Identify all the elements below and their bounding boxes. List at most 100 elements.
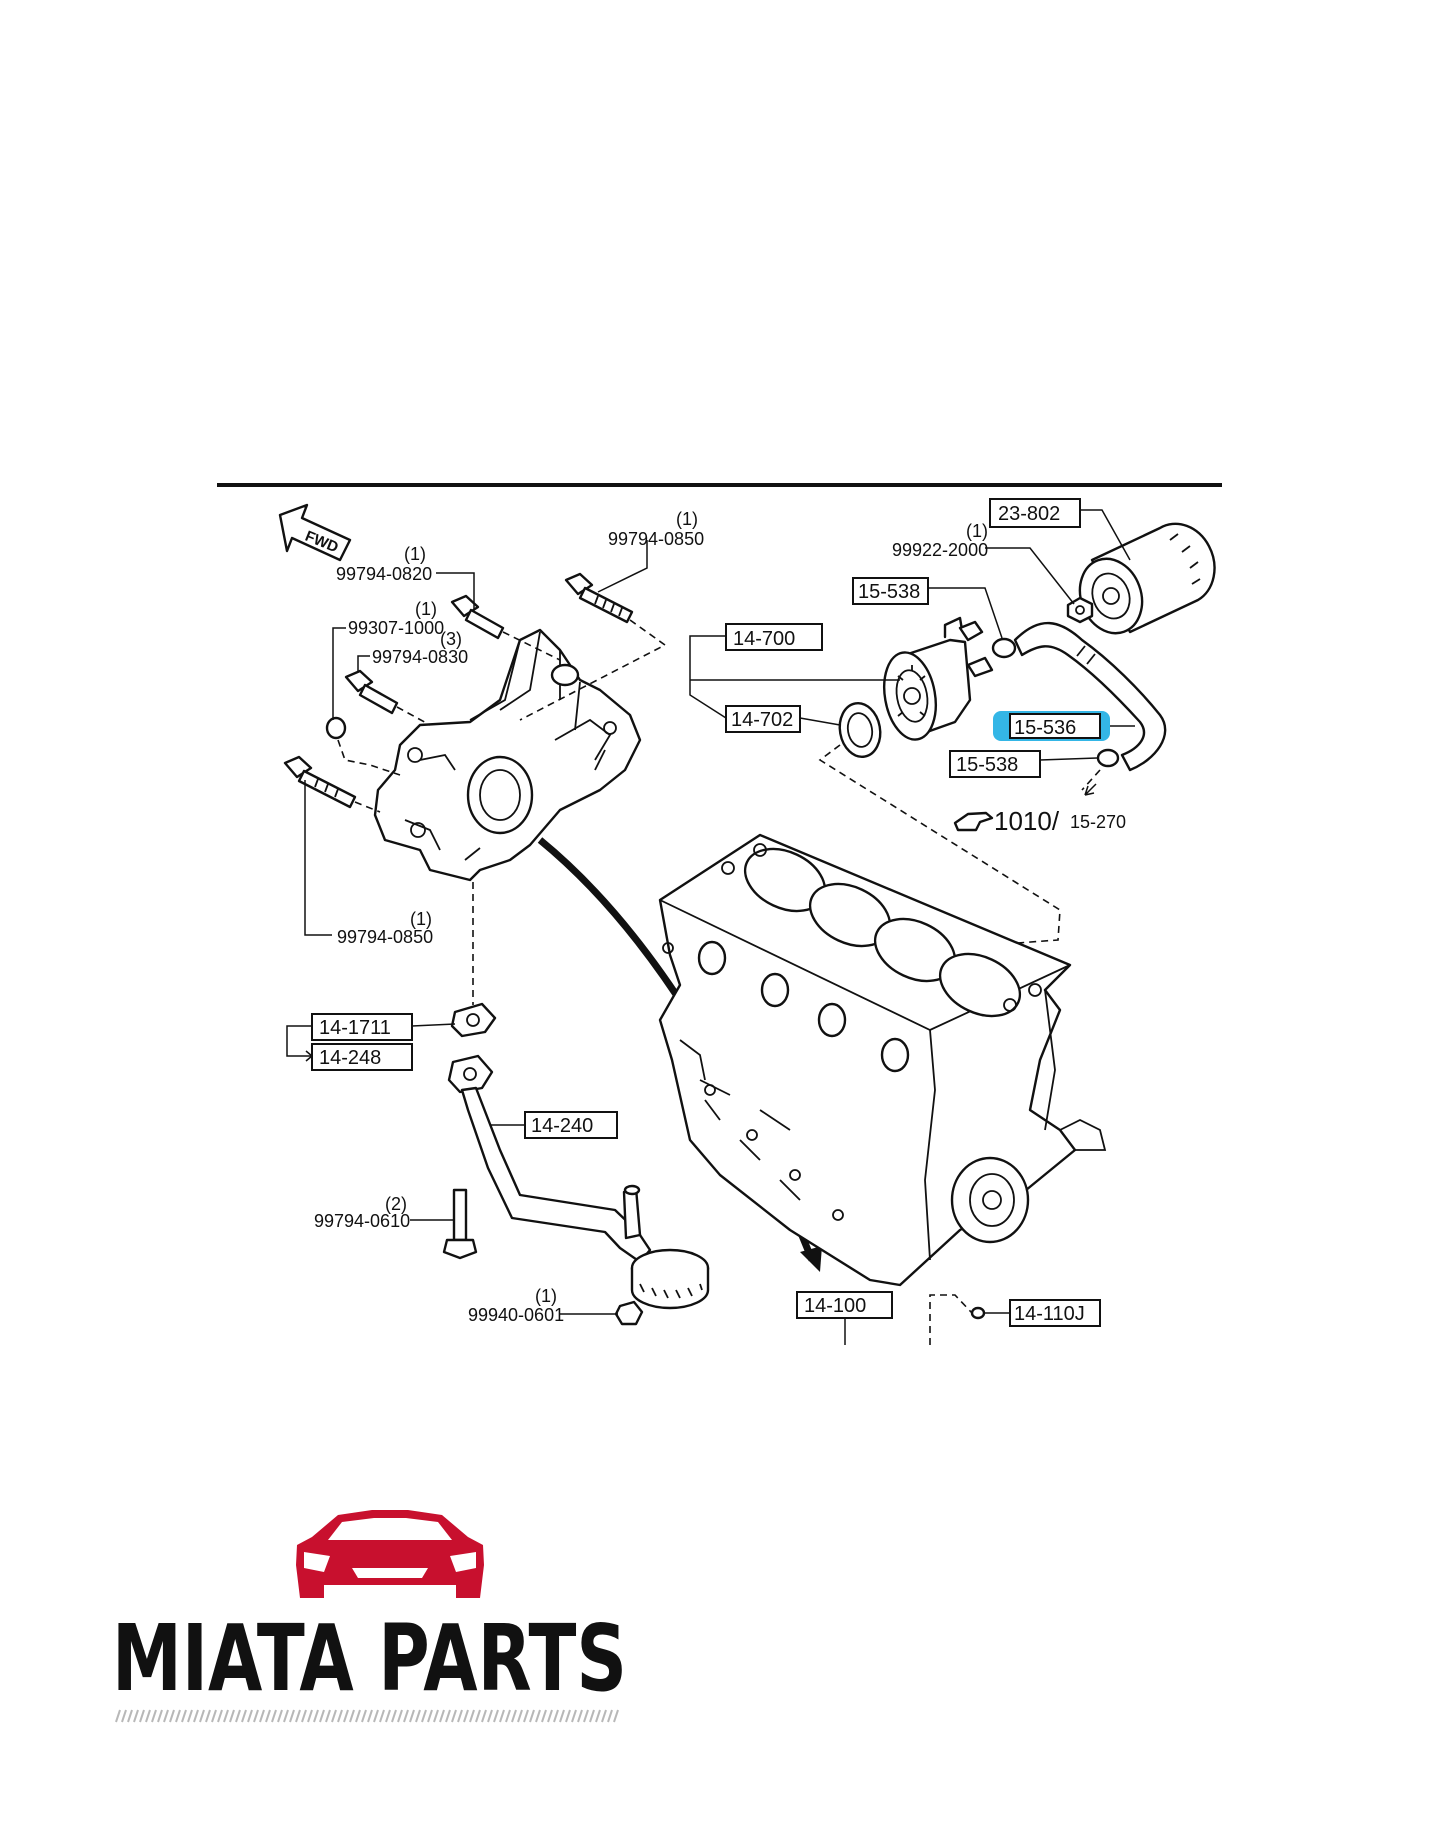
hatch-mark (583, 1709, 589, 1723)
hatch-mark (181, 1709, 187, 1723)
hatch-mark (163, 1709, 169, 1723)
part-number-1000: 99307-1000 (348, 618, 444, 638)
hatch-mark (517, 1709, 523, 1723)
hatch-mark (193, 1709, 199, 1723)
bolt-99794-0850-bottom (283, 755, 357, 809)
hatch-mark (523, 1709, 529, 1723)
reference-sub: 15-270 (1070, 812, 1126, 832)
assembly-arrow-head (800, 1246, 822, 1272)
leader-141711 (411, 1023, 456, 1027)
leader-0850-top (597, 540, 648, 593)
hatch-mark (115, 1709, 121, 1723)
callout-14-100-text: 14-100 (804, 1295, 866, 1317)
hatch-mark (565, 1709, 571, 1723)
part-number-0850-top: 99794-0850 (608, 529, 704, 549)
hatch-mark (301, 1709, 307, 1723)
callout-15-538-top: 15-538 (852, 577, 929, 605)
part-number-0830: 99794-0830 (372, 647, 468, 667)
callout-15-536-text: 15-536 (1014, 717, 1076, 739)
hatch-mark (373, 1709, 379, 1723)
hatch-mark (409, 1709, 415, 1723)
callout-14-700-text: 14-700 (733, 628, 795, 650)
hatch-mark (295, 1709, 301, 1723)
hatch-mark (319, 1709, 325, 1723)
callout-14-240: 14-240 (524, 1111, 618, 1139)
hatch-mark (343, 1709, 349, 1723)
hatch-mark (427, 1709, 433, 1723)
alignment-line-0850-bottom (354, 801, 381, 813)
hatch-mark (403, 1709, 409, 1723)
hatch-mark (235, 1709, 241, 1723)
hatch-mark (313, 1709, 319, 1723)
leader-0830 (357, 655, 370, 672)
callout-23-802: 23-802 (989, 498, 1081, 528)
callout-23-802-text: 23-802 (998, 503, 1060, 525)
bolt-99794-0820 (450, 594, 505, 640)
hatch-mark (205, 1709, 211, 1723)
part-number-2000: 99922-2000 (892, 540, 988, 560)
alignment-line-dowel (337, 739, 401, 776)
hatch-mark (535, 1709, 541, 1723)
fwd-arrow-icon: FWD (278, 503, 352, 562)
hatch-mark (157, 1709, 163, 1723)
hatch-mark (547, 1709, 553, 1723)
alignment-line-0820 (502, 631, 561, 661)
hatch-mark (511, 1709, 517, 1723)
car-icon (296, 1510, 484, 1598)
part-number-0610: 99794-0610 (314, 1211, 410, 1231)
hatch-mark (469, 1709, 475, 1723)
hatch-mark (613, 1709, 619, 1723)
hatch-mark (457, 1709, 463, 1723)
qty-0610: (2) (385, 1194, 407, 1214)
car-headlight-left (304, 1552, 330, 1572)
leader-14702 (799, 717, 841, 726)
hatch-mark (505, 1709, 511, 1723)
oil-filter-23-802 (1078, 522, 1216, 635)
gasket-14-1711 (450, 1002, 497, 1038)
leader-15538-bottom (1039, 757, 1098, 761)
car-windshield (328, 1518, 452, 1540)
reference-main: 1010/ (994, 806, 1060, 836)
hatch-mark (379, 1709, 385, 1723)
hatch-mark (355, 1709, 361, 1723)
alignment-line-cooler-block (818, 744, 1061, 946)
leader-2000 (985, 547, 1075, 605)
hatch-mark (433, 1709, 439, 1723)
qty-0850-top: (1) (676, 509, 698, 529)
car-grille (352, 1568, 428, 1578)
bolt-99794-0850-top (564, 572, 634, 624)
hatch-mark (151, 1709, 157, 1723)
leader-15538-top (928, 587, 1003, 639)
hatch-mark (139, 1709, 145, 1723)
plug-14-110j (970, 1306, 986, 1320)
hatch-mark (541, 1709, 547, 1723)
hatch-mark (607, 1709, 613, 1723)
leader-0820 (436, 572, 475, 610)
hatch-mark (349, 1709, 355, 1723)
hatch-mark (265, 1709, 271, 1723)
callout-14-1711: 14-1711 (311, 1013, 413, 1041)
hatch-mark (589, 1709, 595, 1723)
leader-0850-bottom (304, 780, 332, 936)
hatch-mark (337, 1709, 343, 1723)
hatch-mark (175, 1709, 181, 1723)
hatch-mark (307, 1709, 313, 1723)
qty-2000: (1) (966, 521, 988, 541)
callout-14-700: 14-700 (725, 623, 823, 651)
reference-note: 1010/ 15-270 (953, 806, 1126, 836)
hatch-mark (259, 1709, 265, 1723)
engine-block (658, 833, 1107, 1287)
hatch-mark (445, 1709, 451, 1723)
callout-14-248: 14-248 (311, 1043, 413, 1071)
hatch-mark (169, 1709, 175, 1723)
hatch-mark (133, 1709, 139, 1723)
callout-14-240-text: 14-240 (531, 1115, 593, 1137)
hatch-mark (211, 1709, 217, 1723)
clamp-15-538-bottom (1096, 748, 1120, 768)
brand-hatch-strip (115, 1709, 619, 1723)
leader-23802 (1080, 509, 1131, 561)
hatch-mark (121, 1709, 127, 1723)
clamp-15-538-top (991, 637, 1017, 659)
hatch-mark (229, 1709, 235, 1723)
